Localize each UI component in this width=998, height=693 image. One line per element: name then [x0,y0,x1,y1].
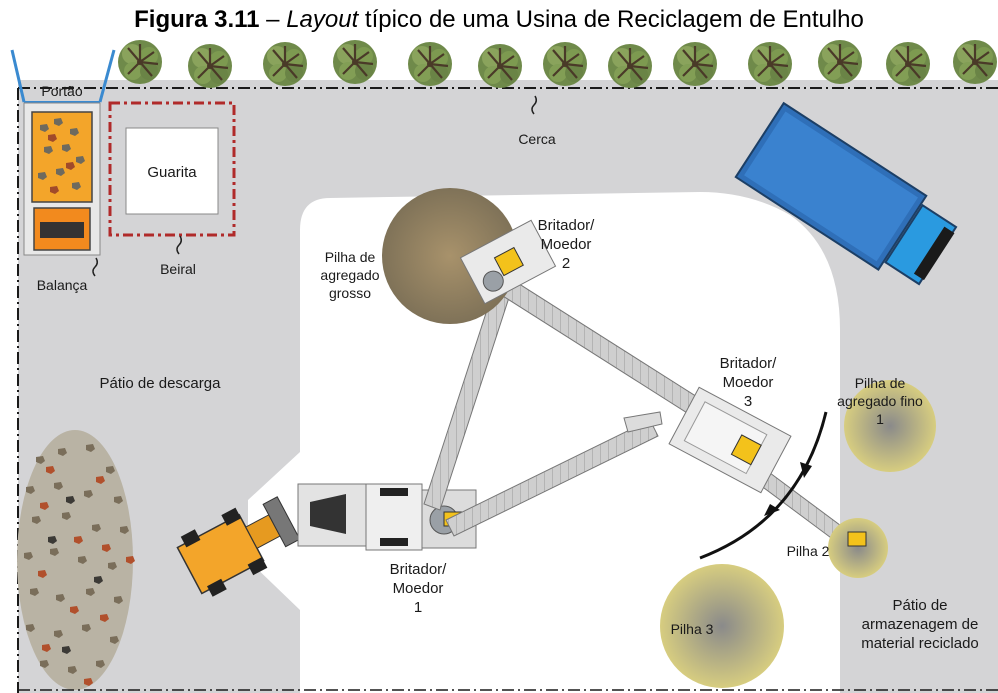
tree-icon [951,38,998,86]
svg-text:Pilha de: Pilha de [325,249,376,265]
tree-icon [261,40,309,88]
tree-icon [746,40,794,88]
eave-label: Beiral [160,261,196,277]
plant-area [248,192,840,693]
guardhouse-label: Guarita [147,164,197,181]
coarse-pile-label: Pilha de agregado grosso [320,249,379,301]
tree-icon [671,40,719,88]
crusher-2 [459,219,557,305]
svg-text:2: 2 [562,255,570,272]
svg-text:Moedor: Moedor [393,580,444,597]
gate [10,49,116,103]
stacker-arc [699,411,828,560]
pile-2 [828,518,888,578]
arrow-icon [800,462,812,478]
tree-icon [186,42,234,90]
crusher-3-label: Britador/ Moedor 3 [720,355,778,410]
tree-icon [331,38,379,86]
svg-text:1: 1 [414,599,422,616]
arrow-icon [764,504,780,516]
figure-label: Figura 3.11 [134,6,260,33]
svg-text:Britador/: Britador/ [538,217,596,234]
eave [108,101,236,237]
storage-yard-label: Pátio de armazenagem de material recicla… [861,597,979,652]
svg-text:agregado: agregado [320,267,379,283]
title-rest: típico de uma Usina de Reciclagem de Ent… [358,6,864,33]
fence [17,87,998,693]
figure-title: Figura 3.11 – Layout típico de uma Usina… [0,6,998,34]
tree-icon [816,38,864,86]
tree-icon [476,42,524,90]
fine-pile-label: Pilha de agregado fino 1 [837,375,923,427]
svg-text:1: 1 [876,411,884,427]
title-italic-word: Layout [286,6,359,33]
svg-text:Pátio de: Pátio de [892,597,947,614]
loader-icon [176,496,301,597]
crusher-2-label: Britador/ Moedor 2 [538,217,596,272]
svg-text:3: 3 [744,393,752,410]
pile-3 [660,564,784,688]
truck-icon [734,101,958,286]
truck-on-scale [31,111,93,251]
svg-text:armazenagem de: armazenagem de [862,616,979,633]
svg-text:Moedor: Moedor [541,236,592,253]
fine-pile-1 [844,380,936,472]
svg-text:Britador/: Britador/ [720,355,778,372]
scale-label: Balança [37,277,88,293]
tree-icon [406,40,454,88]
svg-text:Britador/: Britador/ [390,561,448,578]
crusher-1-label: Britador/ Moedor 1 [390,561,448,616]
tree-icon [541,40,589,88]
tree-icon [606,42,654,90]
rubble-pile-icon [17,430,135,690]
pile-3-label: Pilha 3 [671,621,714,637]
svg-text:Moedor: Moedor [723,374,774,391]
guardhouse [125,127,219,215]
title-dash: – [259,6,287,33]
svg-text:grosso: grosso [329,285,371,301]
crusher-1 [297,483,477,551]
svg-text:Pilha de: Pilha de [855,375,906,391]
tree-icon [116,38,164,86]
svg-text:material reciclado: material reciclado [861,635,979,652]
discharge-yard-label: Pátio de descarga [100,375,222,392]
gate-label: Portão [41,83,82,99]
fence-label: Cerca [518,131,556,147]
tree-icon [884,40,932,88]
pile-2-label: Pilha 2 [787,543,830,559]
svg-text:agregado fino: agregado fino [837,393,923,409]
crusher-3 [668,386,792,494]
